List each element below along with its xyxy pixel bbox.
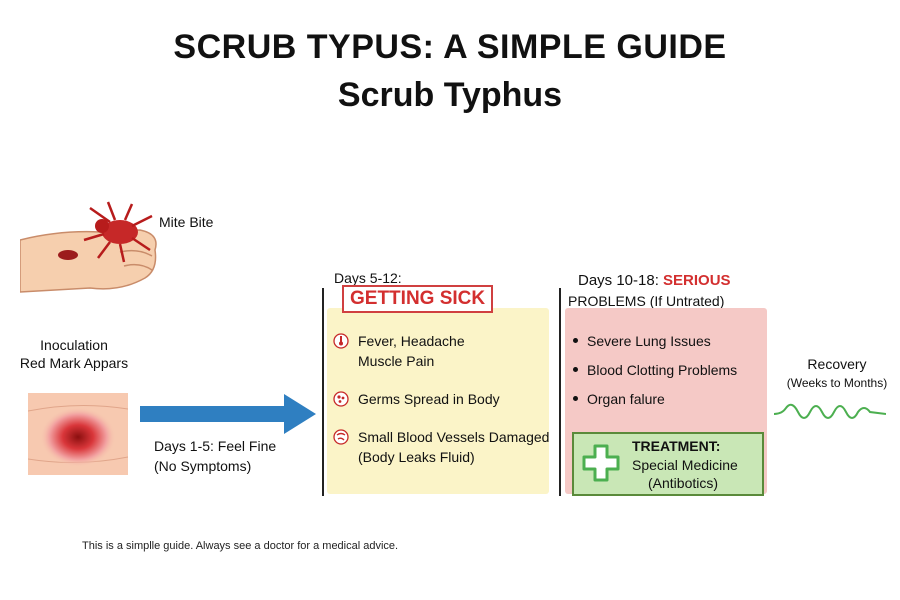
- problem-organ: Organ falure: [587, 391, 665, 407]
- skin-lesion-illustration: [28, 393, 128, 475]
- symptom-muscle-pain: Muscle Pain: [358, 353, 435, 369]
- bullet-icon: [573, 396, 578, 401]
- treatment-title: TREATMENT:: [632, 438, 721, 454]
- problems-untreated-label: PROBLEMS (If Untrated): [568, 293, 725, 309]
- recovery-wave-icon: [774, 403, 886, 419]
- serious-label: SERIOUS: [663, 272, 731, 289]
- symptom-vessels-damaged: Small Blood Vessels Damaged: [358, 429, 550, 445]
- progression-arrow: [140, 394, 316, 434]
- bullet-icon: [573, 367, 578, 372]
- blood-vessel-icon: [333, 429, 349, 445]
- thermometer-icon: [333, 333, 349, 349]
- serious-heading: Days 10-18: SERIOUS: [578, 271, 731, 291]
- days-1-5-label: Days 1-5: Feel Fine: [154, 438, 277, 454]
- recovery-duration: (Weeks to Months): [786, 376, 888, 390]
- mite-bite-label: Mite Bite: [159, 214, 214, 230]
- red-mark-label: Red Mark Appars: [19, 355, 129, 371]
- sick-days-label: Days 5-12:: [334, 270, 402, 286]
- no-symptoms-label: (No Symptoms): [154, 458, 252, 474]
- treatment-medicine: Special Medicine: [632, 457, 738, 473]
- problem-lung: Severe Lung Issues: [587, 333, 711, 349]
- medical-cross-icon: [582, 444, 620, 482]
- serious-days-label: Days 10-18:: [578, 272, 659, 289]
- symptom-fever: Fever, Headache: [358, 333, 465, 349]
- getting-sick-panel: [327, 308, 549, 494]
- symptom-body-leaks: (Body Leaks Fluid): [358, 449, 475, 465]
- page-subtitle: Scrub Typhus: [337, 76, 563, 114]
- symptom-germs-spread: Germs Spread in Body: [358, 391, 500, 407]
- treatment-box: TREATMENT: Special Medicine (Antibotics): [572, 432, 764, 496]
- recovery-label: Recovery: [807, 356, 867, 372]
- divider-line: [322, 288, 324, 496]
- germ-icon: [333, 391, 349, 407]
- page-title: SCRUB TYPUS: A SIMPLE GUIDE: [173, 28, 727, 66]
- problem-clotting: Blood Clotting Problems: [587, 362, 738, 378]
- mite-icon: [83, 201, 153, 263]
- disclaimer-footer: This is a simplle guide. Always see a do…: [82, 540, 399, 552]
- mite-bite-illustration: [20, 201, 157, 293]
- divider-line: [559, 288, 561, 496]
- inoculation-label: Inoculation: [40, 337, 108, 353]
- bullet-icon: [573, 338, 578, 343]
- getting-sick-label: GETTING SICK: [342, 285, 494, 313]
- treatment-antibiotics: (Antibotics): [648, 475, 719, 491]
